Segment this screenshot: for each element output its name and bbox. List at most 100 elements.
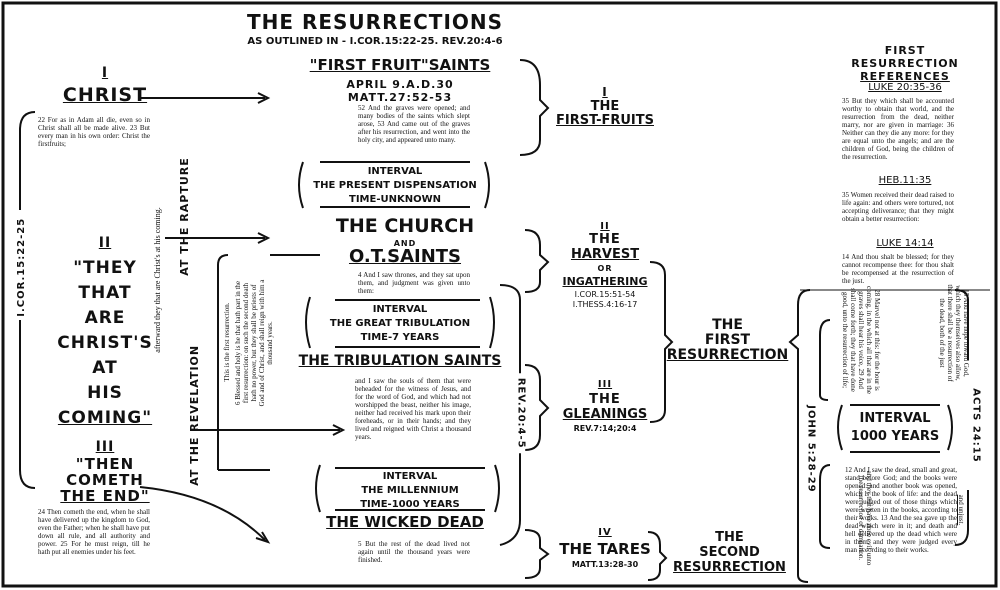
- numeral-ii: II: [98, 235, 112, 251]
- end-line: THE END": [60, 487, 150, 505]
- harvest-the: THE: [589, 232, 621, 247]
- brace: [819, 464, 831, 549]
- ref-luke-14: LUKE 14:14: [876, 238, 934, 249]
- end-verse: 24 Then cometh the end, when he shall ha…: [38, 508, 150, 556]
- arrow-head: [332, 424, 346, 436]
- end-line: "THEN: [75, 455, 135, 473]
- harvest-or: OR: [597, 264, 613, 273]
- first-resurrection-line: RESURRECTION: [666, 347, 789, 363]
- end-line: COMETH: [66, 471, 144, 489]
- arrow-head: [257, 92, 271, 104]
- interval-line: 1000 YEARS: [850, 429, 940, 444]
- references-line: REFERENCES: [860, 70, 950, 83]
- first-fruits-line: FIRST-FRUITS: [556, 112, 654, 128]
- numeral-gleanings: III: [597, 379, 613, 390]
- coming-verse: afterward they that are Christ's at his …: [153, 207, 162, 353]
- church-heading: THE CHURCH: [335, 215, 475, 237]
- wicked-verse: 5 But the rest of the dead lived not aga…: [358, 540, 470, 564]
- ot-saints-heading: O.T.SAINTS: [348, 246, 462, 267]
- ingathering-heading: INGATHERING: [562, 275, 648, 288]
- diagram-title: THE RESURRECTIONS: [246, 10, 504, 34]
- interval-parens: [315, 464, 500, 513]
- interval-line: INTERVAL: [367, 166, 423, 177]
- arrow-head: [255, 531, 271, 544]
- second-resurrection-line: THE: [715, 530, 744, 545]
- harvest-ref: I.COR.15:51-54: [574, 290, 636, 299]
- arrow-end: [139, 486, 266, 541]
- brace: [524, 229, 550, 293]
- acts-ref: ACTS 24:15: [969, 388, 982, 463]
- interval-parens: [837, 404, 953, 451]
- coming-line: AT: [92, 358, 118, 378]
- references-heading: FIRST RESURRECTION REFERENCES: [830, 44, 980, 83]
- coming-line: CHRIST'S: [57, 333, 153, 353]
- john-verse-a: 28 Marvel not at this: for the hour is c…: [841, 286, 881, 394]
- interval-line: THE GREAT TRIBULATION: [329, 318, 471, 329]
- coming-line: ARE: [84, 308, 126, 328]
- interval-line: THE MILLENNIUM: [361, 485, 459, 496]
- brace: [649, 261, 674, 423]
- at-revelation-label: AT THE REVELATION: [188, 344, 202, 486]
- ref-luke-20: LUKE 20:35-36: [868, 82, 942, 93]
- coming-line: THAT: [78, 283, 132, 303]
- arrow-head: [257, 232, 271, 244]
- interval-line: THE PRESENT DISPENSATION: [313, 180, 477, 191]
- first-fruit-heading: "FIRST FRUIT"SAINTS: [309, 56, 491, 74]
- coming-line: "THEY: [73, 258, 137, 278]
- numeral-tares: IV: [598, 527, 612, 538]
- tares-heading: THE TARES: [559, 540, 651, 558]
- first-fruit-date: APRIL 9.A.D.30: [346, 78, 454, 91]
- brace: [524, 364, 550, 451]
- rev-ref: REV.20:4-5: [514, 373, 526, 454]
- acts-verse: 15 And have hope toward God, which they …: [938, 284, 970, 382]
- interval-present-dispensation: INTERVAL THE PRESENT DISPENSATION TIME-U…: [300, 165, 490, 207]
- numeral-iii: III: [95, 439, 115, 455]
- interval-line: TIME-UNKNOWN: [349, 194, 441, 205]
- end-heading: "THEN COMETH THE END": [40, 456, 170, 504]
- christ-heading: CHRIST: [62, 84, 148, 106]
- gleanings-the: THE: [589, 392, 621, 407]
- tribulation-saints-heading: THE TRIBULATION SAINTS: [298, 353, 502, 369]
- interval-line: INTERVAL: [859, 411, 931, 426]
- interval-millennium: INTERVAL THE MILLENNIUM TIME-1000 YEARS: [315, 470, 505, 512]
- at-rapture-label: AT THE RAPTURE: [178, 157, 192, 276]
- church-and: AND: [393, 239, 417, 248]
- tares-ref: MATT.13:28-30: [571, 560, 639, 569]
- heb-11-verse: 35 Women received their dead raised to l…: [842, 191, 954, 223]
- left-bracket: [19, 111, 36, 489]
- church-verse: 4 And I saw thrones, and they sat upon t…: [358, 271, 470, 295]
- numeral-i: I: [101, 65, 109, 81]
- harvest-heading: HARVEST: [570, 247, 640, 262]
- diagram-subtitle: AS OUTLINED IN - I.COR.15:22-25. REV.20:…: [247, 36, 503, 47]
- verse-bracket: [217, 254, 229, 470]
- first-resurrection-line: THE: [712, 317, 743, 333]
- references-line: RESURRECTION: [851, 57, 959, 70]
- first-resurrection-quote: This is the first resurrection.: [223, 302, 231, 382]
- christ-verse: 22 For as in Adam all die, even so in Ch…: [38, 116, 150, 148]
- harvest-ref: I.THESS.4:16-17: [572, 300, 638, 309]
- luke-14-verse: 14 And thou shalt be blessed; for they c…: [842, 253, 954, 285]
- gleanings-heading: GLEANINGS: [562, 407, 648, 422]
- interval-line: TIME-7 YEARS: [360, 332, 440, 343]
- wicked-dead-heading: THE WICKED DEAD: [326, 513, 484, 531]
- rev-20-12-verse: 12 And I saw the dead, small and great, …: [845, 466, 957, 554]
- second-resurrection-line: SECOND: [699, 545, 760, 560]
- second-resurrection-line: RESURRECTION: [673, 560, 786, 575]
- first-fruits-label: THE FIRST-FRUITS: [545, 100, 665, 127]
- first-fruit-verse: 52 And the graves were opened; and many …: [358, 104, 470, 144]
- first-fruit-ref: MATT.27:52-53: [347, 91, 453, 104]
- interval-line: TIME-1000 YEARS: [360, 499, 460, 510]
- brace: [524, 529, 550, 579]
- brace: [647, 531, 668, 581]
- brace: [519, 59, 550, 156]
- interval-great-tribulation: INTERVAL THE GREAT TRIBULATION TIME-7 YE…: [305, 303, 495, 345]
- coming-line: HIS: [87, 383, 123, 403]
- interval-line: INTERVAL: [382, 471, 438, 482]
- interval-line: INTERVAL: [372, 304, 428, 315]
- second-resurrection-label: THE SECOND RESURRECTION: [662, 530, 797, 575]
- brace: [819, 319, 831, 401]
- coming-heading: "THEY THAT ARE CHRIST'S AT HIS COMING": [40, 256, 170, 431]
- john-ref: JOHN 5:28-29: [804, 405, 817, 493]
